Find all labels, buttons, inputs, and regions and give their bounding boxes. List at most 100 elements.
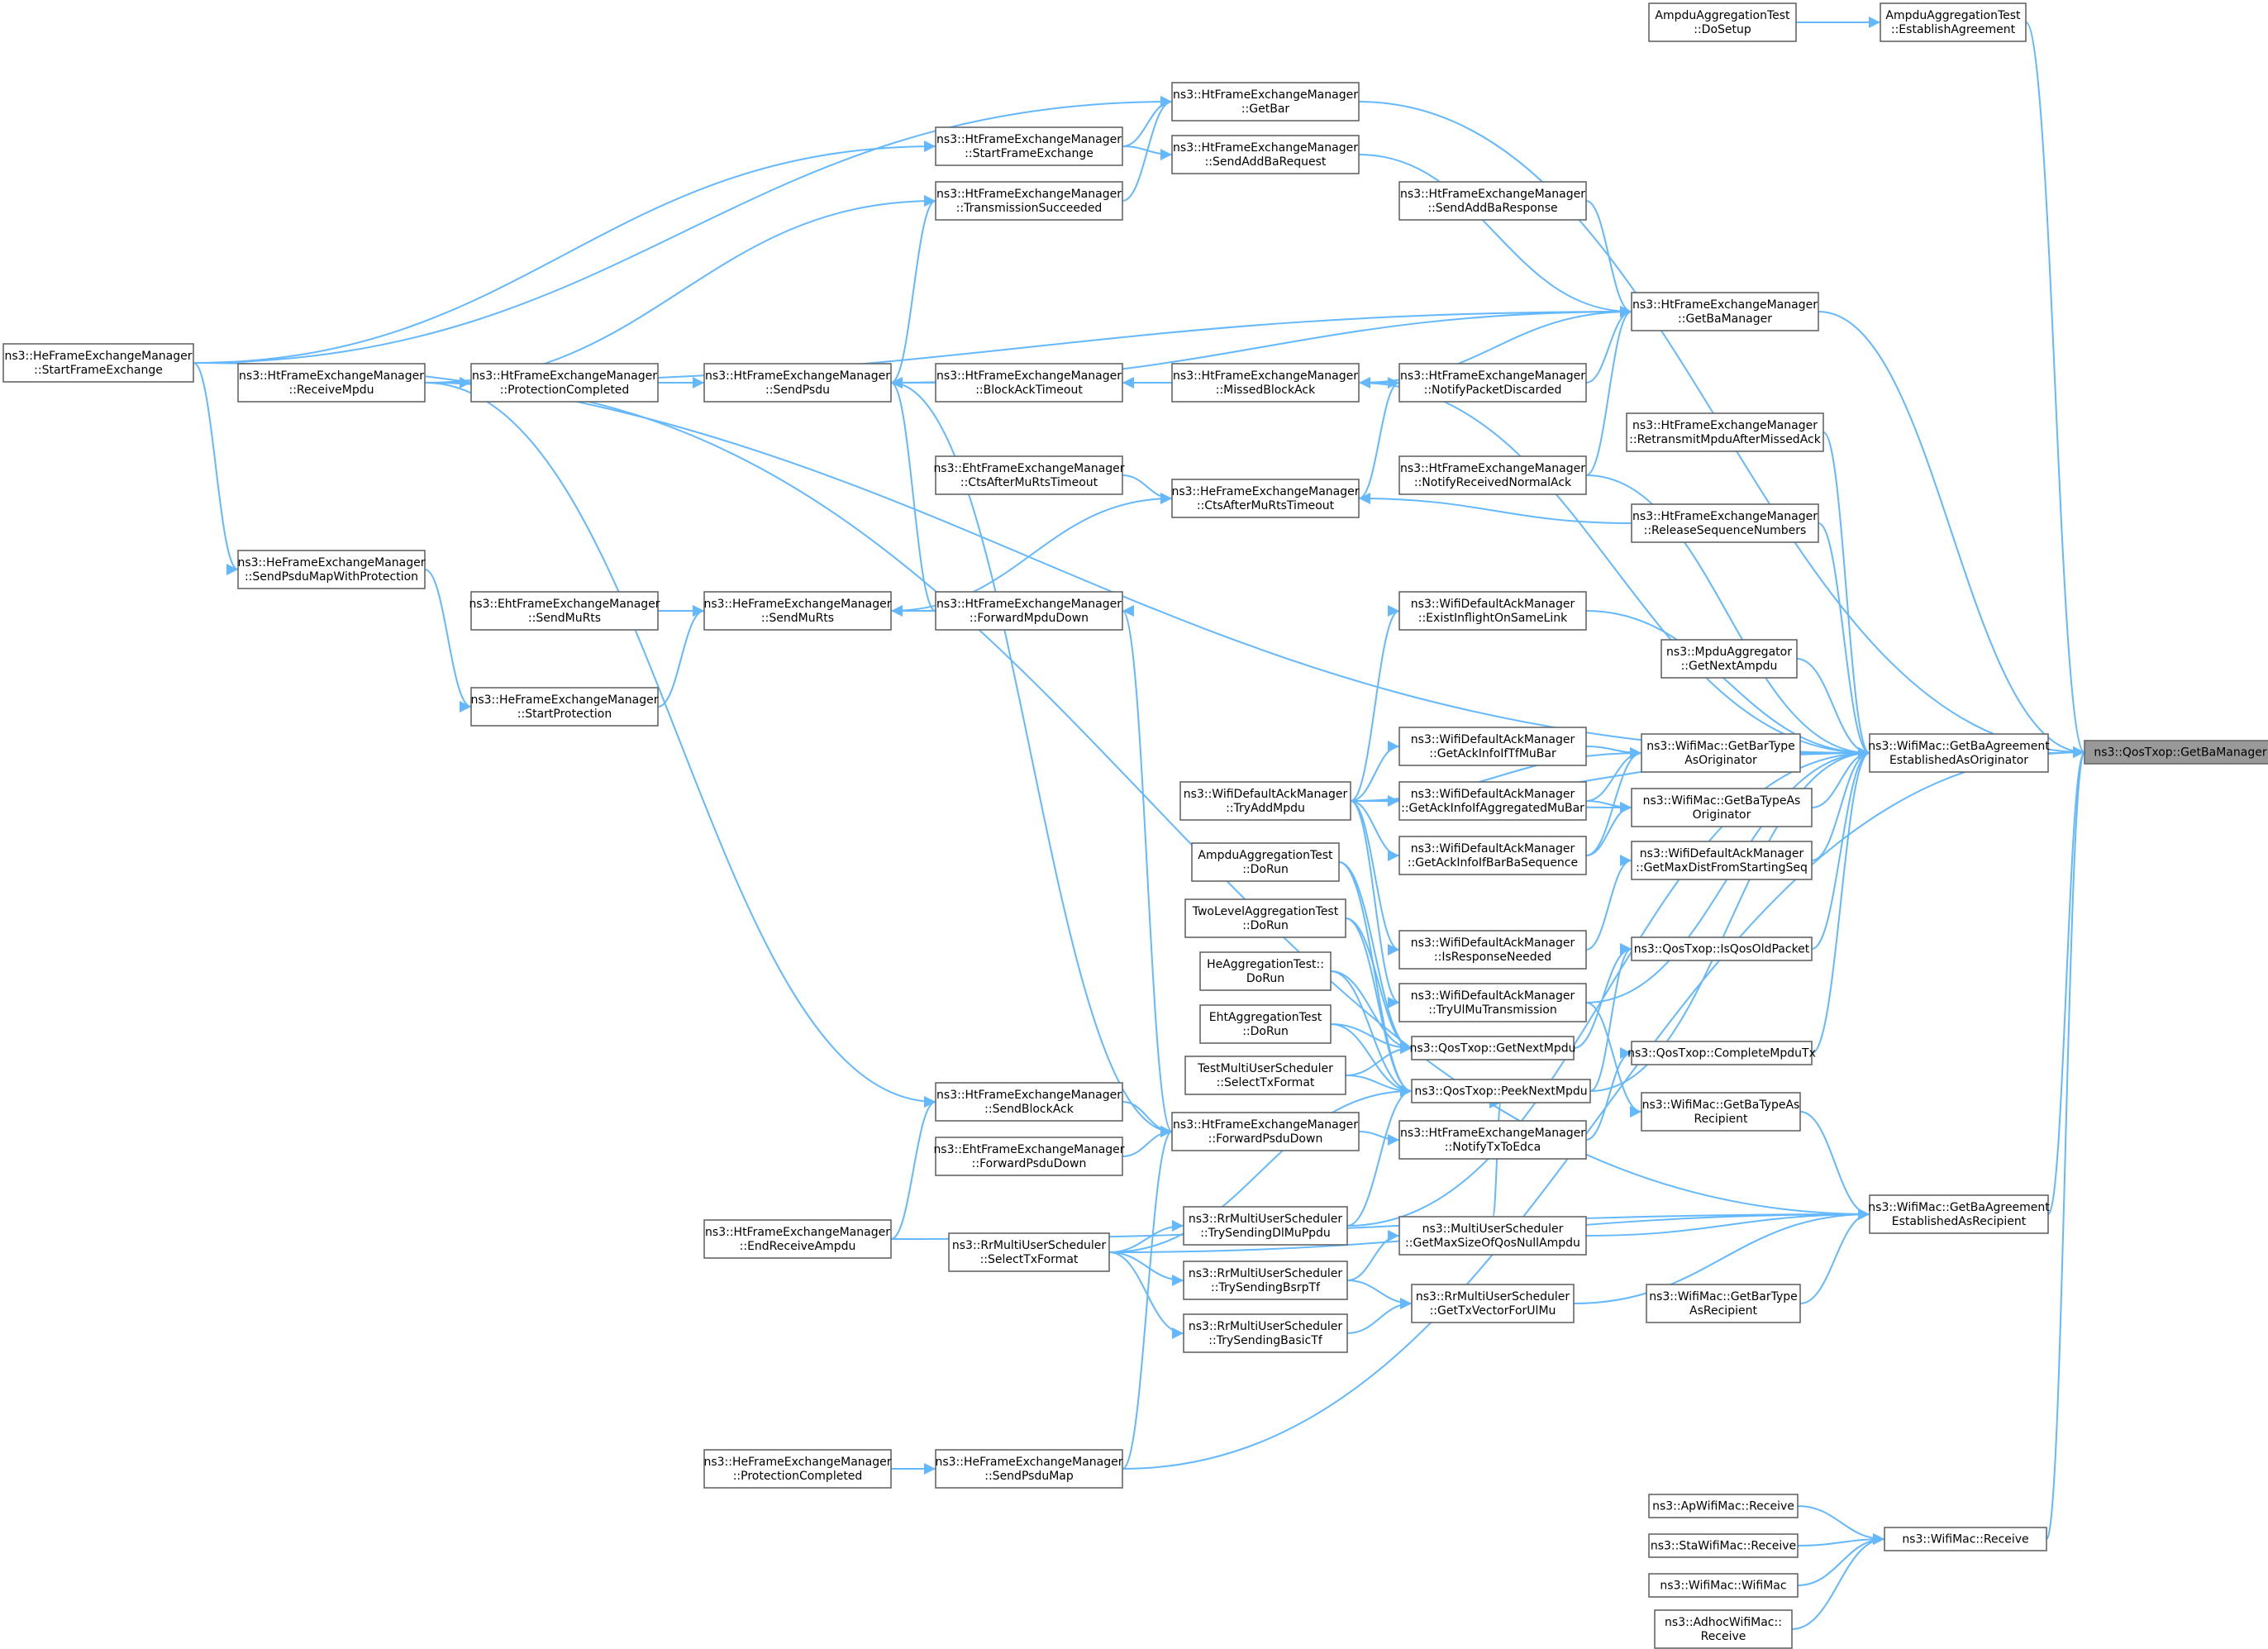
- node-ht-retransmit[interactable]: ns3::HtFrameExchangeManager::RetransmitM…: [1626, 412, 1824, 452]
- node-qos-peeknext[interactable]: ns3::QosTxop::PeekNextMpdu: [1411, 1079, 1591, 1103]
- node-ap-receive[interactable]: ns3::ApWifiMac::Receive: [1648, 1494, 1799, 1518]
- node-ht-sendpsdu[interactable]: ns3::HtFrameExchangeManager::SendPsdu: [703, 363, 892, 403]
- node-rr-selecttx[interactable]: ns3::RrMultiUserScheduler::SelectTxForma…: [948, 1232, 1110, 1272]
- node-box: [1631, 503, 1819, 543]
- edge-n_ht_forwardmpdu-to-n_ht_sendpsdu: [890, 377, 936, 612]
- edge-n_rr_selecttx-to-n_qos_peeknext: [1108, 1085, 1413, 1253]
- node-ht-notifytxtoedca[interactable]: ns3::HtFrameExchangeManager::NotifyTxToE…: [1398, 1120, 1587, 1160]
- node-box: [935, 363, 1123, 403]
- edge-n_he_sendpsdumapwp-to-n_he_startprot: [424, 569, 472, 713]
- node-ehtat-dorun[interactable]: EhtAggregationTest::DoRun: [1199, 1004, 1332, 1044]
- node-ht-notifypktdisc[interactable]: ns3::HtFrameExchangeManager::NotifyPacke…: [1398, 363, 1587, 403]
- edge-n_he_startfe-to-n_est_orig: [193, 362, 1870, 759]
- edge-n_est_recip-to-n_root: [2047, 746, 2085, 1215]
- node-he-ctsafter[interactable]: ns3::HeFrameExchangeManager::CtsAfterMuR…: [1171, 479, 1360, 518]
- node-he-startprot[interactable]: ns3::HeFrameExchangeManager::StartProtec…: [470, 687, 659, 727]
- edge-n_ht_sendpsdu-to-n_ht_txsucc: [890, 195, 936, 384]
- node-tmus-selecttx[interactable]: TestMultiUserScheduler::SelectTxFormat: [1184, 1056, 1346, 1095]
- node-mus-getmaxsize[interactable]: ns3::MultiUserScheduler::GetMaxSizeOfQos…: [1398, 1216, 1587, 1256]
- node-wdam-isresp[interactable]: ns3::WifiDefaultAckManager::IsResponseNe…: [1398, 930, 1587, 970]
- node-label-line: ns3::RrMultiUserScheduler: [1189, 1213, 1342, 1226]
- node-aat-est[interactable]: AmpduAggregationTest::EstablishAgreement: [1880, 2, 2027, 42]
- node-aat-dorun[interactable]: AmpduAggregationTest::DoRun: [1191, 842, 1340, 882]
- node-adhoc-receive[interactable]: ns3::AdhocWifiMac::Receive: [1654, 1609, 1793, 1649]
- node-ht-sendaddbaresp[interactable]: ns3::HtFrameExchangeManager::SendAddBaRe…: [1398, 181, 1587, 221]
- node-box: [1398, 591, 1587, 631]
- node-ht-endreceiveampdu[interactable]: ns3::HtFrameExchangeManager::EndReceiveA…: [703, 1219, 892, 1259]
- node-rr-trydlmu[interactable]: ns3::RrMultiUserScheduler::TrySendingDlM…: [1183, 1206, 1348, 1246]
- node-wdam-existinflight[interactable]: ns3::WifiDefaultAckManager::ExistInfligh…: [1398, 591, 1587, 631]
- node-ht-getbamgr[interactable]: ns3::HtFrameExchangeManager::GetBaManage…: [1631, 292, 1819, 331]
- node-he-sendmurts[interactable]: ns3::HeFrameExchangeManager::SendMuRts: [703, 591, 892, 631]
- node-ht-receivempdu[interactable]: ns3::HtFrameExchangeManager::ReceiveMpdu: [237, 363, 426, 403]
- node-ht-sendblockack[interactable]: ns3::HtFrameExchangeManager::SendBlockAc…: [935, 1082, 1123, 1122]
- node-he-sendpsdumap[interactable]: ns3::HeFrameExchangeManager::SendPsduMap: [935, 1449, 1123, 1489]
- node-mpdu-getnext[interactable]: ns3::MpduAggregator::GetNextAmpdu: [1660, 639, 1798, 679]
- node-box: [1199, 951, 1332, 991]
- node-ht-protcompl[interactable]: ns3::HtFrameExchangeManager::ProtectionC…: [470, 363, 659, 403]
- node-label-line: ::ReleaseSequenceNumbers: [1644, 524, 1807, 537]
- node-wdam-getmaxdist[interactable]: ns3::WifiDefaultAckManager::GetMaxDistFr…: [1631, 841, 1813, 880]
- edge-n_ehtat_dorun-to-n_qos_peeknext: [1330, 1023, 1413, 1097]
- node-box: [703, 1219, 892, 1259]
- node-box: [1869, 1194, 2049, 1234]
- node-ht-forwardmpdu[interactable]: ns3::HtFrameExchangeManager::ForwardMpdu…: [935, 591, 1123, 631]
- node-heat-dorun[interactable]: HeAggregationTest::DoRun: [1199, 951, 1332, 991]
- node-wdam-getackifagg[interactable]: ns3::WifiDefaultAckManager::GetAckInfoIf…: [1398, 781, 1587, 821]
- node-ht-missedblockack[interactable]: ns3::HtFrameExchangeManager::MissedBlock…: [1171, 363, 1360, 403]
- node-ht-releaseseq[interactable]: ns3::HtFrameExchangeManager::ReleaseSequ…: [1631, 503, 1819, 543]
- edge-n_ht_sendaddbaresp-to-n_ht_getbamgr: [1585, 200, 1632, 317]
- edge-n_ht_startfe-to-n_ht_getbar: [1122, 96, 1173, 147]
- node-wdam-tryulmu[interactable]: ns3::WifiDefaultAckManager::TryUlMuTrans…: [1398, 983, 1587, 1022]
- node-label-line: ns3::HeFrameExchangeManager: [703, 598, 891, 611]
- node-wm-wifimac[interactable]: ns3::WifiMac::WifiMac: [1648, 1573, 1799, 1598]
- node-he-startfe[interactable]: ns3::HeFrameExchangeManager::StartFrameE…: [2, 343, 194, 383]
- node-label-line: ns3::RrMultiUserScheduler: [1189, 1267, 1342, 1280]
- node-ht-getbar[interactable]: ns3::HtFrameExchangeManager::GetBar: [1171, 82, 1360, 122]
- node-eht-ctsafter[interactable]: ns3::EhtFrameExchangeManager::CtsAfterMu…: [933, 455, 1125, 495]
- node-sta-receive[interactable]: ns3::StaWifiMac::Receive: [1648, 1533, 1799, 1558]
- node-ht-sendaddbareq[interactable]: ns3::HtFrameExchangeManager::SendAddBaRe…: [1171, 135, 1360, 174]
- node-rr-trybasic[interactable]: ns3::RrMultiUserScheduler::TrySendingBas…: [1183, 1313, 1348, 1353]
- node-ht-notifyrecvnormalack[interactable]: ns3::HtFrameExchangeManager::NotifyRecei…: [1398, 455, 1587, 495]
- node-ht-startfe[interactable]: ns3::HtFrameExchangeManager::StartFrameE…: [935, 126, 1123, 166]
- edge-n_wdam_getackifiltf-to-n_wm_getbartype_orig: [1585, 746, 1642, 759]
- edge-n_aat_dorun-to-n_qos_getnextmpdu: [1338, 861, 1413, 1054]
- node-label-line: ns3::HtFrameExchangeManager: [936, 188, 1122, 201]
- node-est-orig[interactable]: ns3::WifiMac::GetBaAgreementEstablishedA…: [1868, 733, 2050, 773]
- node-wdam-getackifiltf[interactable]: ns3::WifiDefaultAckManager::GetAckInfoIf…: [1398, 727, 1587, 766]
- node-ht-txsucc[interactable]: ns3::HtFrameExchangeManager::Transmissio…: [935, 181, 1123, 221]
- node-aat-setup[interactable]: AmpduAggregationTest::DoSetup: [1648, 2, 1797, 42]
- node-qos-getnextmpdu[interactable]: ns3::QosTxop::GetNextMpdu: [1410, 1036, 1576, 1060]
- node-eht-forwardpsdu[interactable]: ns3::EhtFrameExchangeManager::ForwardPsd…: [933, 1137, 1125, 1176]
- node-rr-trybsrp[interactable]: ns3::RrMultiUserScheduler::TrySendingBsr…: [1183, 1261, 1348, 1300]
- node-ht-forwardpsdu[interactable]: ns3::HtFrameExchangeManager::ForwardPsdu…: [1171, 1112, 1360, 1151]
- node-he-sendpsdumapwp[interactable]: ns3::HeFrameExchangeManager::SendPsduMap…: [237, 550, 426, 589]
- node-box: [1641, 733, 1801, 773]
- node-label-line: Originator: [1693, 808, 1751, 822]
- node-box: [935, 1137, 1123, 1176]
- node-he-protcompl[interactable]: ns3::HeFrameExchangeManager::ProtectionC…: [703, 1449, 892, 1489]
- node-ht-blockacktimeout[interactable]: ns3::HtFrameExchangeManager::BlockAckTim…: [935, 363, 1123, 403]
- node-rr-gettxvector[interactable]: ns3::RrMultiUserScheduler::GetTxVectorFo…: [1411, 1284, 1575, 1323]
- node-est-recip[interactable]: ns3::WifiMac::GetBaAgreementEstablishedA…: [1868, 1194, 2050, 1234]
- node-root[interactable]: ns3::QosTxop::GetBaManager: [2084, 740, 2268, 765]
- edge-n_wdam_getmaxdist-to-n_est_orig: [1811, 747, 1870, 861]
- node-eht-sendmurts[interactable]: ns3::EhtFrameExchangeManager::SendMuRts: [469, 591, 660, 631]
- node-box: [1631, 1041, 1813, 1065]
- node-box: [1626, 412, 1824, 452]
- node-box: [703, 1449, 892, 1489]
- node-wdam-getackifbarba[interactable]: ns3::WifiDefaultAckManager::GetAckInfoIf…: [1398, 836, 1587, 875]
- node-box: [1398, 1216, 1587, 1256]
- node-wm-receive[interactable]: ns3::WifiMac::Receive: [1884, 1527, 2047, 1551]
- node-wdam-tryaddmpdu[interactable]: ns3::WifiDefaultAckManager::TryAddMpdu: [1179, 781, 1351, 821]
- node-box: [1631, 292, 1819, 331]
- node-qos-completempdutx[interactable]: ns3::QosTxop::CompleteMpduTx: [1627, 1041, 1816, 1065]
- node-tlat-dorun[interactable]: TwoLevelAggregationTest::DoRun: [1184, 898, 1346, 938]
- node-label-line: ns3::RrMultiUserScheduler: [1189, 1320, 1342, 1333]
- node-qos-isqosold[interactable]: ns3::QosTxop::IsQosOldPacket: [1631, 936, 1813, 961]
